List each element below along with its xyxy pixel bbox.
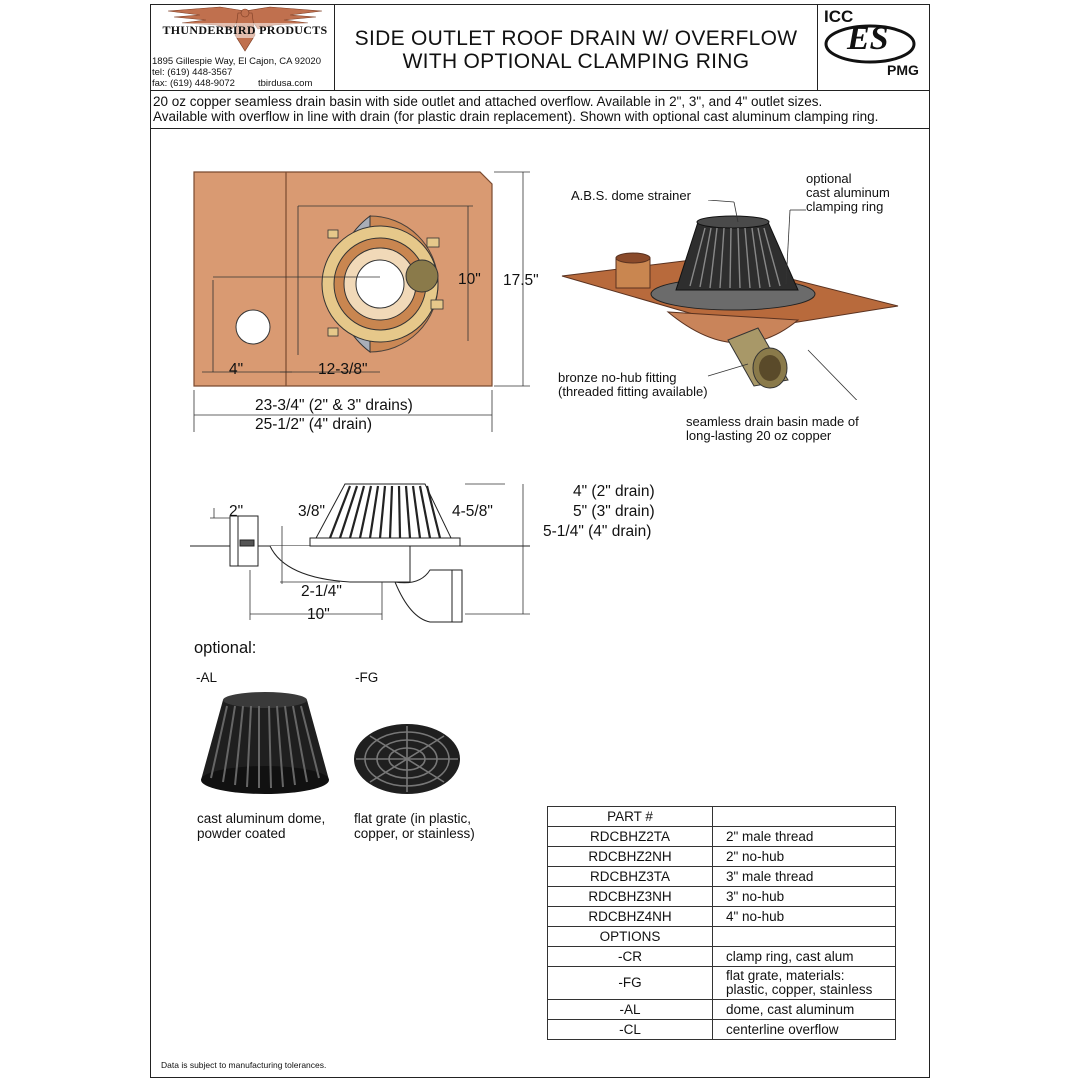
spec-sheet [150,4,930,1078]
option-code: -CL [547,1019,713,1040]
fg-desc-2: copper, or stainless) [354,826,475,841]
table-row: -AL dome, cast aluminum [547,999,896,1020]
part-desc: 3" no-hub [712,886,896,907]
cert-pmg: PMG [887,62,919,78]
plan-dim-4: 4" [229,361,244,378]
option-desc: flat grate, materials: [726,968,845,983]
website: tbirdusa.com [258,78,313,89]
header-divider-2 [817,4,818,90]
label-abs-dome-strainer: A.B.S. dome strainer [571,188,691,203]
plan-dim-10: 10" [458,271,481,288]
table-row: RDCBHZ2TA 2" male thread [547,826,896,847]
side-dim-10: 10" [307,606,330,623]
company-name: THUNDERBIRD PRODUCTS [161,23,329,38]
side-dim-4-5-8: 4-5/8" [452,503,493,520]
part-desc: 2" no-hub [712,846,896,867]
table-row: -FG flat grate, materials: plastic, copp… [547,966,896,1000]
option-desc: dome, cast aluminum [712,999,896,1020]
part-code: RDCBHZ4NH [547,906,713,927]
option-code: -FG [547,966,713,1000]
parts-table: PART # RDCBHZ2TA 2" male thread RDCBHZ2N… [547,806,896,1040]
side-dim-2: 2" [229,503,244,520]
plan-dim-12-3-8: 12-3/8" [318,361,368,378]
part-code: RDCBHZ2TA [547,826,713,847]
part-desc: 3" male thread [712,866,896,887]
address-fax: fax: (619) 448-9072 [152,78,235,89]
part-header: PART # [547,806,713,827]
side-dim-2-1-4: 2-1/4" [301,583,342,600]
plan-width-2-3: 23-3/4" (2" & 3" drains) [255,397,413,414]
option-fg-code: -FG [355,670,379,685]
label-clamp-2: cast aluminum [806,185,890,200]
title-line-1: SIDE OUTLET ROOF DRAIN W/ OVERFLOW [354,27,798,50]
table-row: PART # [547,806,896,827]
label-fitting-1: bronze no-hub fitting [558,370,677,385]
plan-view-drawing [193,171,530,432]
label-basin-1: seamless drain basin made of [686,414,859,429]
header-bottom-rule [150,90,930,91]
part-code: RDCBHZ3NH [547,886,713,907]
address-tel: tel: (619) 448-3567 [152,67,233,78]
table-row: -CR clamp ring, cast alum [547,946,896,967]
description-line-2: Available with overflow in line with dra… [153,109,879,124]
option-code: -CR [547,946,713,967]
side-height-3: 5" (3" drain) [573,503,655,520]
table-cell [712,926,896,947]
part-desc: 4" no-hub [712,906,896,927]
plan-dim-17-5: 17.5" [503,272,539,289]
option-code: -AL [547,999,713,1020]
cert-icc: ICC [824,7,854,26]
description-line-1: 20 oz copper seamless drain basin with s… [153,94,823,109]
side-height-4: 5-1/4" (4" drain) [543,523,652,540]
table-row: RDCBHZ4NH 4" no-hub [547,906,896,927]
plan-width-4: 25-1/2" (4" drain) [255,416,372,433]
table-row: -CL centerline overflow [547,1019,896,1040]
part-code: RDCBHZ2NH [547,846,713,867]
option-desc: centerline overflow [712,1019,896,1040]
part-code: RDCBHZ3TA [547,866,713,887]
fg-desc-1: flat grate (in plastic, [354,811,472,826]
cert-ring-icon [824,24,916,64]
cast-aluminum-dome-image [201,692,329,794]
table-row: RDCBHZ3NH 3" no-hub [547,886,896,907]
table-row: RDCBHZ3TA 3" male thread [547,866,896,887]
label-clamp-3: clamping ring [806,199,884,214]
part-desc: 2" male thread [712,826,896,847]
label-fitting-2: (threaded fitting available) [558,384,708,399]
option-desc: clamp ring, cast alum [712,946,896,967]
table-cell [712,806,896,827]
option-desc-2: plastic, copper, stainless [726,982,873,997]
options-header: OPTIONS [547,926,713,947]
option-desc-multiline: flat grate, materials: plastic, copper, … [712,966,896,1000]
al-desc-2: powder coated [197,826,286,841]
side-height-2: 4" (2" drain) [573,483,655,500]
cert-es: ES [847,20,889,57]
optional-heading: optional: [194,639,257,657]
option-al-code: -AL [196,670,218,685]
label-basin-2: long-lasting 20 oz copper [686,428,832,443]
isometric-drain-drawing [561,200,899,400]
al-desc-1: cast aluminum dome, [197,811,326,826]
header-divider-1 [334,4,335,90]
address-street: 1895 Gillespie Way, El Cajon, CA 92020 [152,56,321,67]
side-dim-3-8: 3/8" [298,503,326,520]
label-clamp-1: optional [806,171,852,186]
flat-grate-image [354,724,460,794]
side-view-drawing [190,483,530,623]
footer-disclaimer: Data is subject to manufacturing toleran… [161,1060,327,1070]
description-bottom-rule [150,128,930,129]
title-line-2: WITH OPTIONAL CLAMPING RING [402,50,750,73]
table-row: RDCBHZ2NH 2" no-hub [547,846,896,867]
table-row: OPTIONS [547,926,896,947]
